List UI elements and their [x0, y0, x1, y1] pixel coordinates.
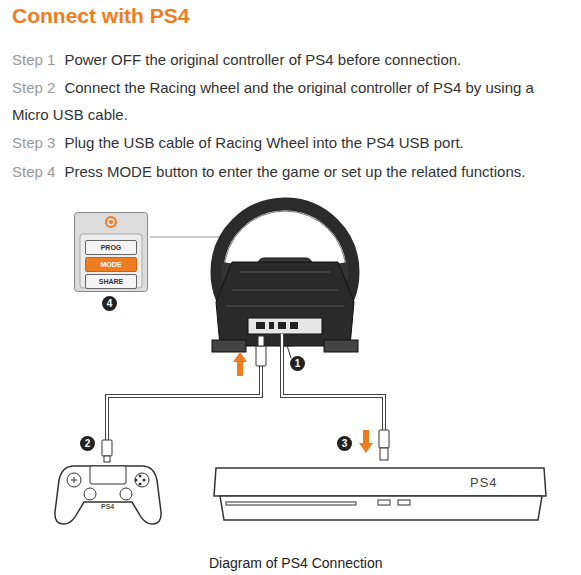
step-text: Plug the USB cable of Racing Wheel into …: [64, 134, 463, 151]
clamp-foot: [324, 340, 358, 352]
ps4-controller: PS4: [54, 458, 162, 528]
base-detail: [226, 272, 344, 306]
controller-logo: PS4: [101, 503, 114, 510]
console-logo: PS4: [470, 475, 498, 490]
step-line: Step 2Connect the Racing wheel and the o…: [12, 74, 572, 128]
wheel-base: [216, 262, 354, 346]
port: [278, 322, 286, 329]
port: [256, 322, 265, 329]
step-number: Step 4: [12, 163, 55, 180]
console-outline: [212, 458, 548, 524]
port: [290, 322, 298, 329]
step-line: Step 3 Plug the USB cable of Racing Wheel…: [12, 129, 572, 156]
micro-usb-plug: [102, 440, 112, 456]
controller-outline: [54, 458, 162, 528]
micro-usb-cable: [107, 366, 261, 440]
step-text: Power OFF the original controller of PS4…: [64, 51, 461, 68]
step-line: Step 1 Power OFF the original controller …: [12, 46, 572, 73]
diagram-caption: Diagram of PS4 Connection: [209, 555, 383, 571]
step-number: Step 2: [12, 79, 55, 96]
page-title: Connect with PS4: [12, 4, 189, 28]
usb-cable: [282, 334, 384, 430]
usb-cable: [282, 334, 384, 430]
step-line: Step 4 Press MODE button to enter the gam…: [12, 158, 572, 185]
step-number: Step 3: [12, 134, 55, 151]
panel-button: PROG: [85, 240, 137, 255]
plug: [256, 346, 266, 366]
micro-usb-cable: [107, 366, 261, 440]
port-panel: [248, 318, 322, 334]
button-inset: PROG MODE SHARE: [74, 212, 148, 292]
micro-usb-tip: [104, 456, 110, 462]
callout-number: 1: [290, 356, 305, 371]
callout-number: 3: [337, 436, 352, 451]
callout-number: 4: [102, 296, 117, 311]
panel-button: MODE: [85, 257, 137, 272]
down-arrow: [359, 430, 373, 453]
step-text: Press MODE button to enter the game or s…: [64, 163, 525, 180]
usb-plug: [379, 430, 389, 448]
step-number: Step 1: [12, 51, 55, 68]
ps4-console: PS4: [212, 458, 548, 524]
leader-line: [284, 336, 291, 358]
callout-number: 2: [80, 436, 95, 451]
up-arrow: [233, 352, 247, 376]
panel-button: SHARE: [85, 274, 137, 289]
plug-tip: [258, 336, 264, 346]
step-text: Connect the Racing wheel and the origina…: [12, 79, 534, 123]
usb-tip: [380, 448, 388, 460]
port: [269, 322, 274, 329]
clamp-foot: [212, 340, 246, 352]
